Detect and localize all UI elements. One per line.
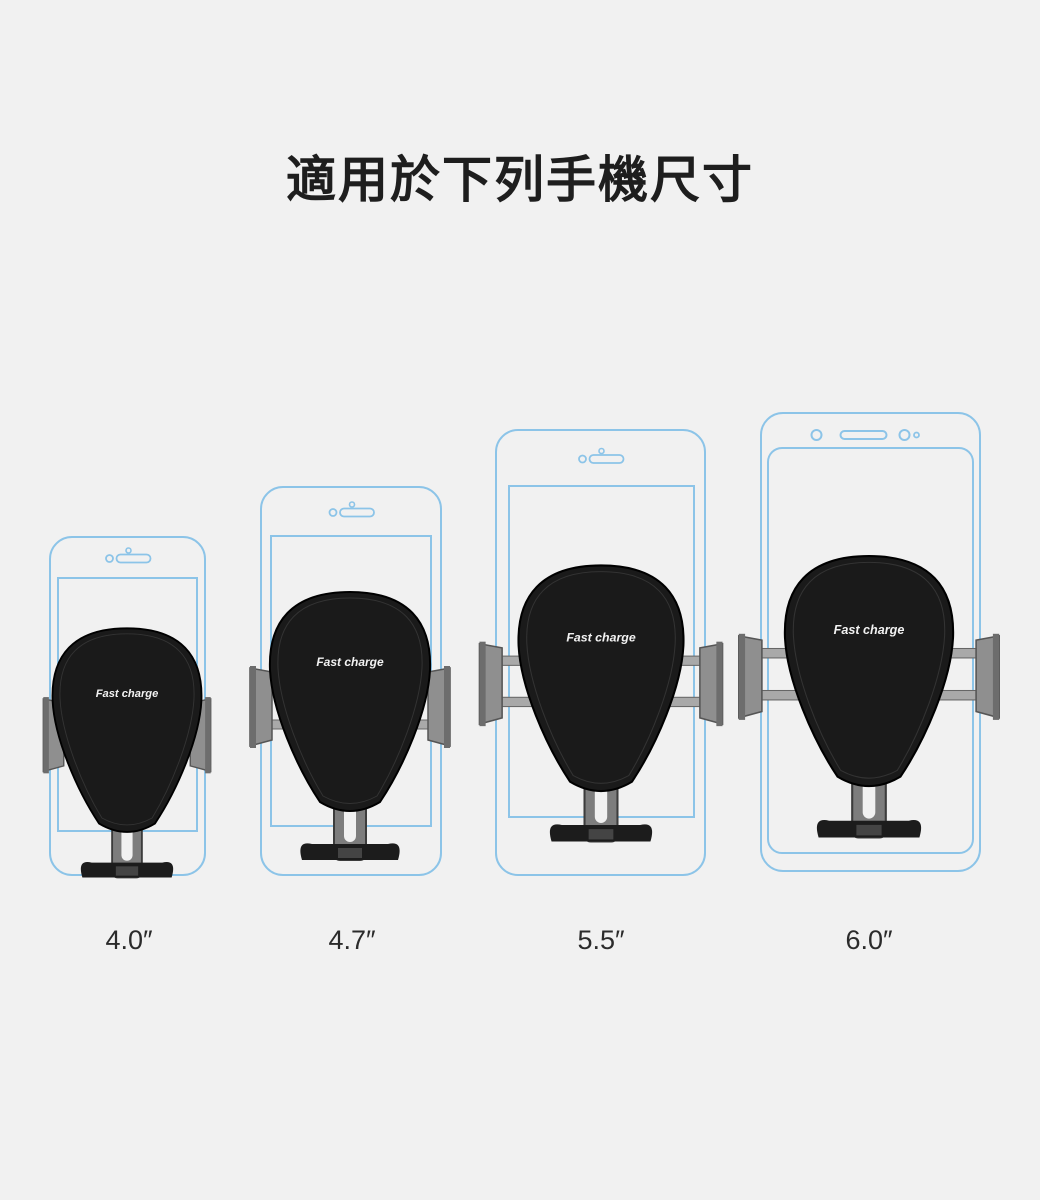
page-title: 適用於下列手機尺寸 — [286, 151, 754, 209]
phone-size-label: 5.5″ — [577, 925, 625, 955]
holder-brand-text: Fast charge — [96, 688, 159, 700]
car-phone-holder-icon: Fast charge — [249, 590, 451, 861]
holder-brand-text: Fast charge — [834, 623, 905, 637]
phone-size-label: 4.0″ — [105, 925, 153, 955]
car-phone-holder-icon: Fast charge — [738, 555, 1000, 839]
holder-brand-text: Fast charge — [316, 655, 384, 669]
phone-size-label: 4.7″ — [328, 925, 376, 955]
phone-group: Fast charge 4.7″ — [249, 486, 451, 955]
car-phone-holder-icon: Fast charge — [478, 564, 724, 843]
car-phone-holder-icon: Fast charge — [42, 627, 212, 879]
phone-group: Fast charge 4.0″ — [42, 536, 212, 955]
holder-brand-text: Fast charge — [566, 631, 636, 645]
phone-size-label: 6.0″ — [845, 925, 893, 955]
phone-group: Fast charge 5.5″ — [478, 429, 724, 955]
phone-group: Fast charge 6.0″ — [738, 412, 1000, 955]
